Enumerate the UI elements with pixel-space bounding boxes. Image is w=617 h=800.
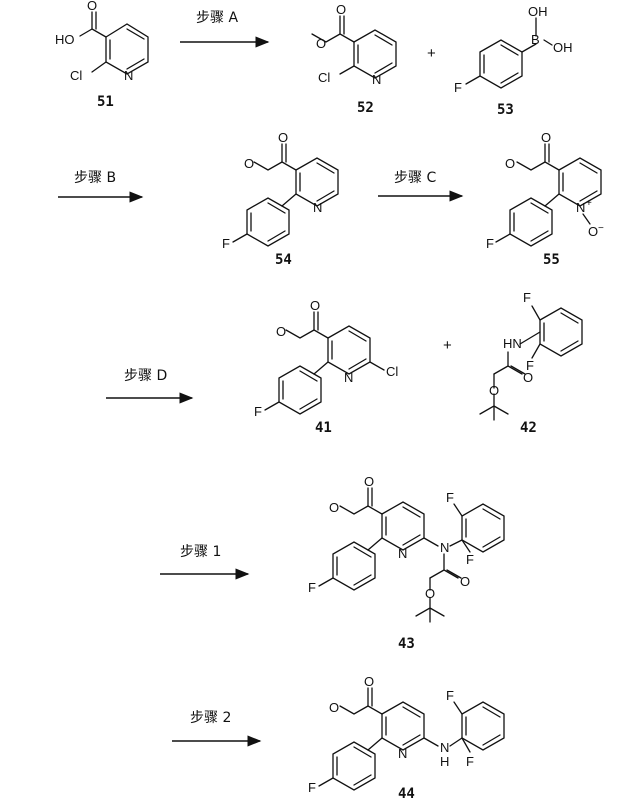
atom-f: F — [466, 754, 474, 769]
charge-minus: − — [598, 223, 604, 234]
atom-n: N — [313, 200, 322, 215]
compound-label-42: 42 — [520, 420, 537, 436]
atom-h: H — [440, 754, 449, 769]
atom-f: F — [466, 552, 474, 567]
atom-cl: Cl — [386, 364, 398, 379]
atom-f: F — [308, 780, 316, 795]
atom-o: O — [489, 383, 499, 398]
atom-cl: Cl — [318, 70, 330, 85]
compound-55: O O N + O − F — [486, 130, 604, 251]
atom-n: N — [440, 740, 449, 755]
atom-o: O — [316, 36, 326, 51]
atom-n: N — [398, 546, 407, 561]
compound-label-51: 51 — [97, 94, 114, 110]
atom-o: O — [87, 0, 97, 13]
atom-oh: OH — [528, 4, 548, 19]
compound-label-41: 41 — [315, 420, 332, 436]
atom-f: F — [486, 236, 494, 251]
compound-label-55: 55 — [543, 252, 560, 268]
compound-51: O HO Cl N — [55, 0, 149, 83]
atom-f: F — [523, 290, 531, 305]
compound-label-44: 44 — [398, 786, 415, 800]
atom-o: O — [541, 130, 551, 145]
atom-f: F — [446, 688, 454, 703]
atom-o: O — [310, 298, 320, 313]
atom-o-minus: O — [588, 224, 598, 239]
atom-hn: HN — [503, 336, 522, 351]
atom-f: F — [454, 80, 462, 95]
compound-54: O O N F — [222, 130, 339, 251]
compound-52: O O Cl N — [311, 2, 397, 87]
compound-44: O O N N H F F F — [308, 674, 505, 795]
step-c-label: 步骤 C — [394, 170, 436, 186]
atom-ho: HO — [55, 32, 75, 47]
atom-b: B — [531, 32, 540, 47]
atom-o: O — [336, 2, 346, 17]
charge-plus: + — [586, 198, 592, 209]
atom-o: O — [505, 156, 515, 171]
atom-n-plus: N — [576, 200, 585, 215]
atom-f: F — [254, 404, 262, 419]
atom-f: F — [308, 580, 316, 595]
step-1-label: 步骤 1 — [180, 544, 221, 560]
atom-o: O — [329, 500, 339, 515]
atom-o: O — [364, 674, 374, 689]
compound-label-54: 54 — [275, 252, 292, 268]
atom-n: N — [124, 68, 133, 83]
compound-53: B OH OH F — [454, 4, 573, 95]
compound-42: F HN F O O — [479, 290, 583, 421]
plus-sign: + — [427, 45, 436, 62]
atom-o: O — [425, 586, 435, 601]
atom-f: F — [526, 358, 534, 373]
compound-label-52: 52 — [357, 100, 374, 116]
atom-cl: Cl — [70, 68, 82, 83]
atom-n: N — [372, 72, 381, 87]
atom-oh: OH — [553, 40, 573, 55]
atom-o: O — [244, 156, 254, 171]
atom-o: O — [276, 324, 286, 339]
step-a-label: 步骤 A — [196, 10, 238, 26]
compound-label-53: 53 — [497, 102, 514, 118]
plus-sign: + — [443, 337, 452, 354]
atom-o: O — [364, 474, 374, 489]
atom-o: O — [523, 370, 533, 385]
step-b-label: 步骤 B — [74, 170, 116, 186]
atom-o: O — [460, 574, 470, 589]
atom-o: O — [278, 130, 288, 145]
step-d-label: 步骤 D — [124, 368, 167, 384]
atom-n: N — [440, 540, 449, 555]
compound-43: O O N N F F O O F — [308, 474, 505, 623]
atom-n: N — [398, 746, 407, 761]
atom-n: N — [344, 370, 353, 385]
atom-f: F — [446, 490, 454, 505]
compound-41: O O N Cl F — [254, 298, 398, 419]
step-2-label: 步骤 2 — [190, 710, 231, 726]
atom-f: F — [222, 236, 230, 251]
compound-label-43: 43 — [398, 636, 415, 652]
atom-o: O — [329, 700, 339, 715]
